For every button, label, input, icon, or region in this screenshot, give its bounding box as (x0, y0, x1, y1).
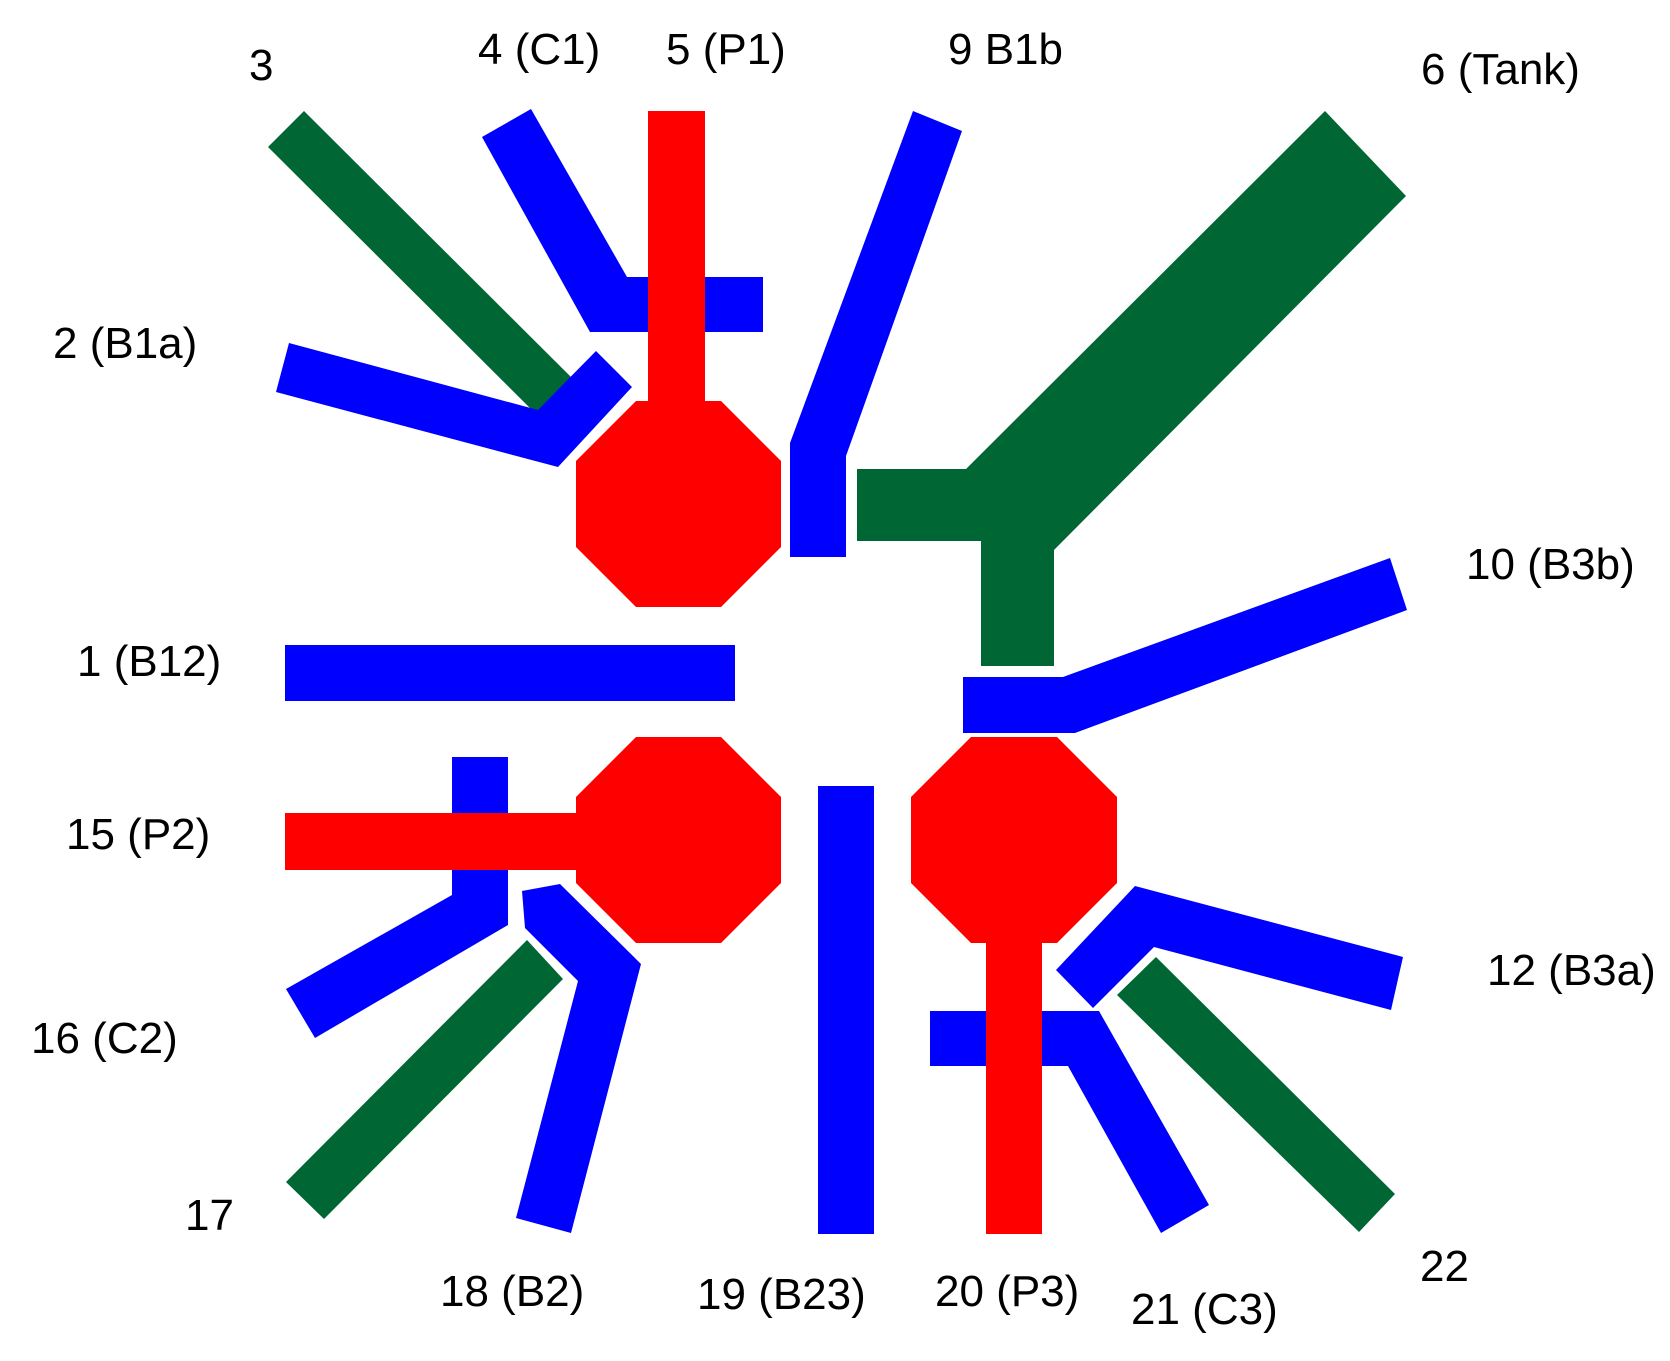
label-12-b3a: 12 (B3a) (1487, 946, 1656, 995)
pad-p3-octagon (911, 737, 1117, 943)
label-22: 22 (1420, 1242, 1469, 1291)
label-3: 3 (249, 41, 274, 90)
label-6-tank: 6 (Tank) (1421, 45, 1580, 94)
lead-12-b3a (1056, 886, 1403, 1010)
label-5-p1: 5 (P1) (666, 25, 786, 74)
lead-3 (268, 111, 577, 419)
label-20-p3: 20 (P3) (935, 1267, 1080, 1316)
label-15-p2: 15 (P2) (66, 810, 211, 859)
lead-17 (286, 940, 563, 1219)
lead-20-p3 (986, 930, 1042, 1234)
lead-22 (1117, 957, 1395, 1232)
lead-21-c3 (930, 1011, 1209, 1233)
label-18-b2: 18 (B2) (440, 1267, 585, 1316)
label-9-b1b: 9 B1b (948, 25, 1063, 74)
lead-5-p1 (648, 111, 705, 406)
label-1-b12: 1 (B12) (77, 637, 222, 686)
lead-15-p2 (285, 813, 585, 870)
lead-19-b23 (818, 786, 874, 1234)
lead-1-b12 (285, 645, 735, 701)
label-19-b23: 19 (B23) (697, 1270, 866, 1319)
label-2-b1a: 2 (B1a) (53, 319, 198, 368)
label-4-c1: 4 (C1) (478, 25, 601, 74)
pad-p1-octagon (576, 401, 781, 607)
pad-p2-octagon (576, 737, 781, 943)
lead-9-b1b (790, 111, 962, 557)
label-17: 17 (185, 1191, 234, 1240)
lead-18-b2 (516, 884, 641, 1233)
label-10-b3b: 10 (B3b) (1466, 540, 1635, 589)
lead-6-tank (857, 111, 1406, 666)
lead-2-b1a (276, 343, 632, 467)
lead-4-c1 (482, 109, 763, 332)
lead-10-b3b (963, 558, 1407, 733)
label-21-c3: 21 (C3) (1131, 1285, 1278, 1334)
label-16-c2: 16 (C2) (31, 1014, 178, 1063)
